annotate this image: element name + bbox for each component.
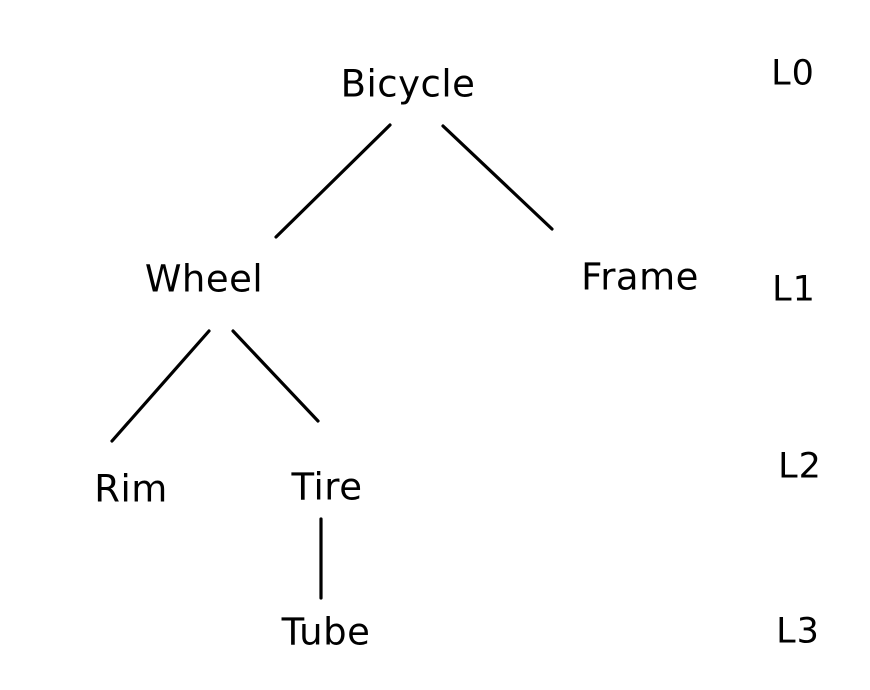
edge-wheel-rim — [110, 329, 211, 443]
node-frame[interactable]: Frame — [581, 255, 699, 299]
level-label-l0: L0 — [771, 53, 815, 94]
edge-bicycle-frame — [441, 124, 554, 231]
node-wheel[interactable]: Wheel — [144, 257, 264, 301]
node-tube[interactable]: Tube — [281, 610, 371, 654]
edge-wheel-tire — [231, 329, 320, 423]
level-label-l1: L1 — [772, 269, 816, 310]
edge-bicycle-wheel — [274, 123, 392, 239]
level-label-l2: L2 — [778, 446, 822, 487]
node-bicycle[interactable]: Bicycle — [340, 62, 476, 106]
node-tire[interactable]: Tire — [291, 465, 363, 509]
node-rim[interactable]: Rim — [94, 467, 168, 511]
level-label-l3: L3 — [776, 611, 820, 652]
